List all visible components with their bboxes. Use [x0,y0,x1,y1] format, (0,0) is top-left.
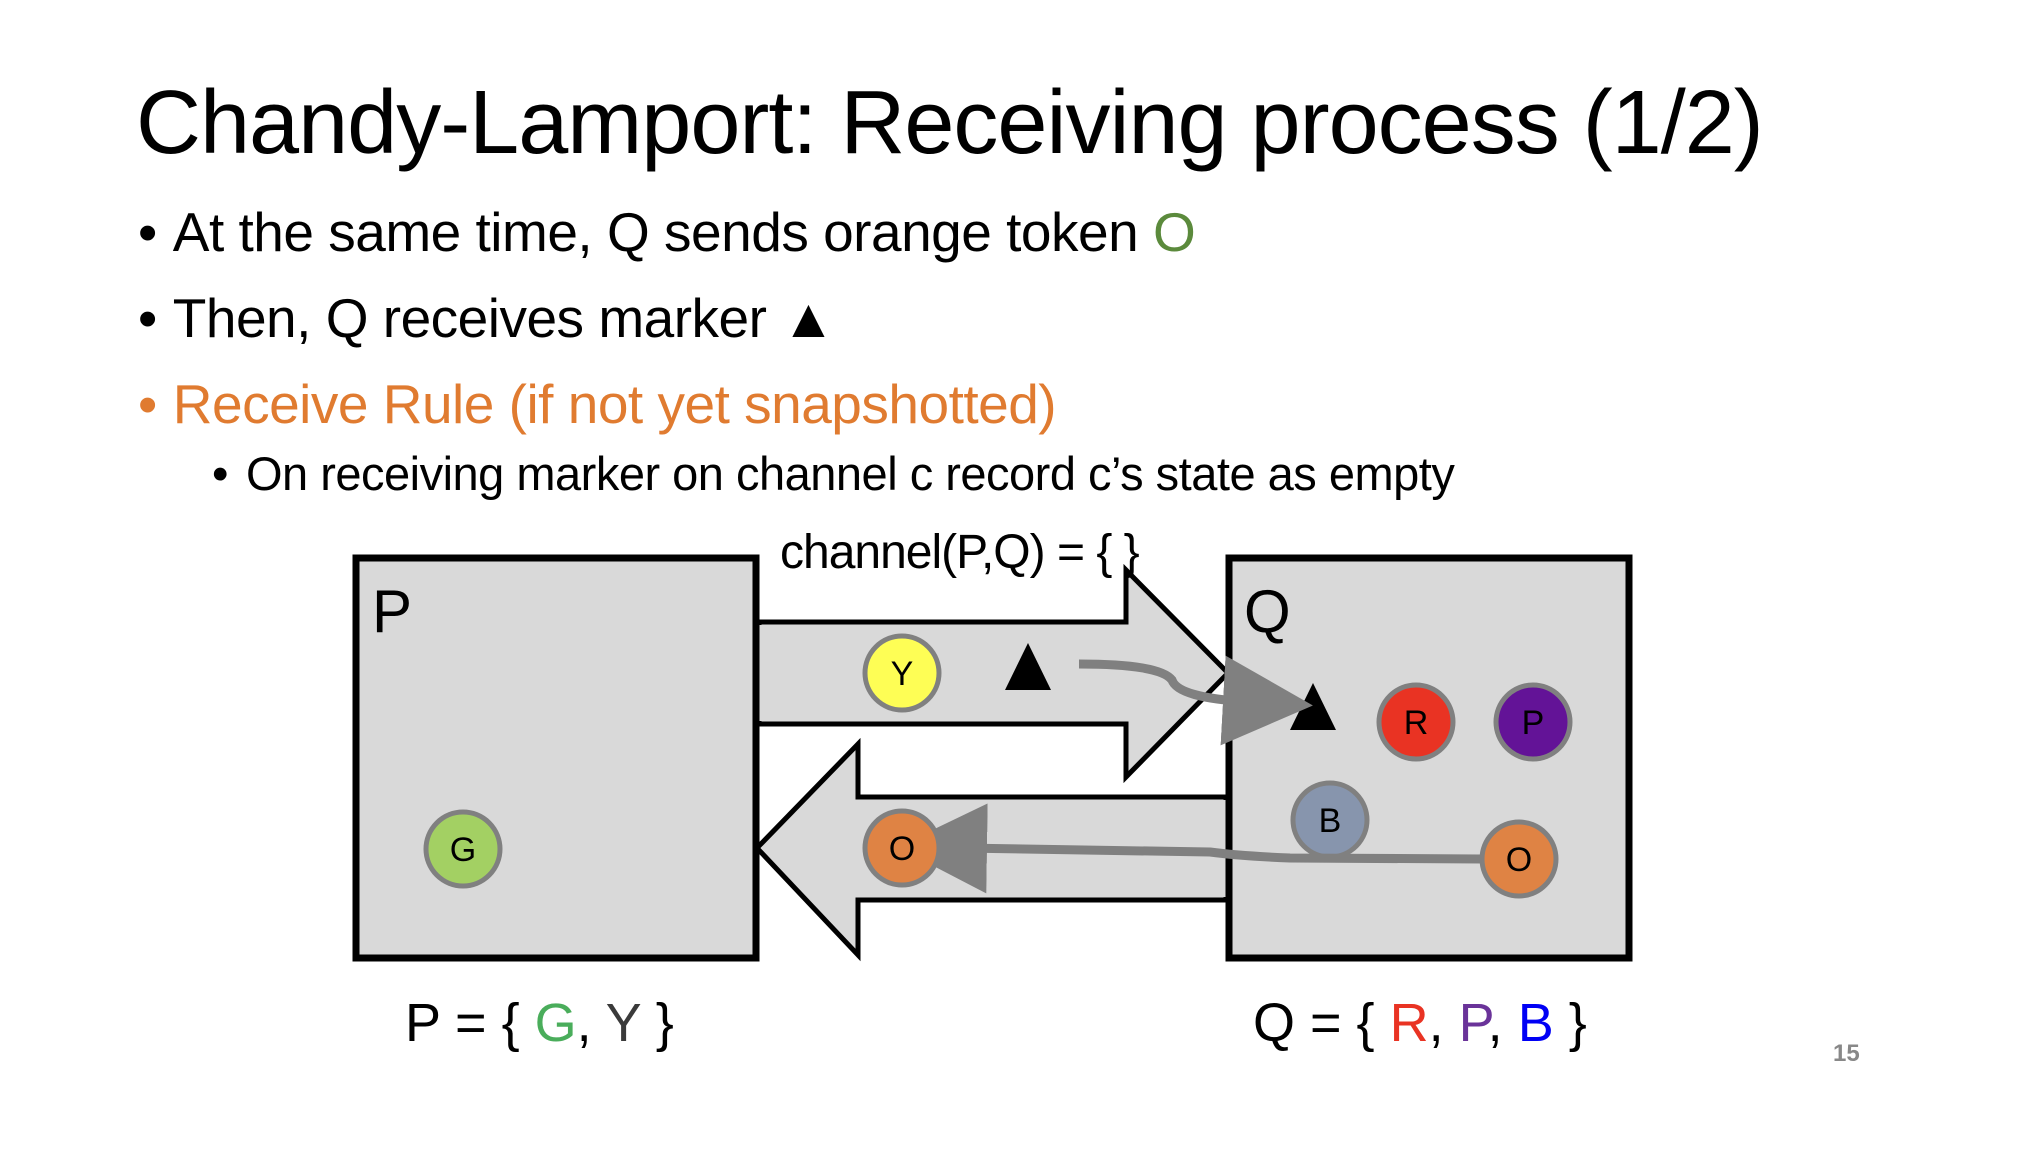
token-y: Y [862,633,942,713]
marker-triangle-icon: ▲ [781,287,836,349]
token-o-in-channel: O [862,808,942,888]
bullet-dot: • [138,373,157,435]
process-p-label: P [372,578,412,645]
process-q-label: Q [1244,578,1291,645]
snapshot-p-state: P = { G, Y } [405,993,674,1053]
bullet-dot: • [138,287,157,349]
token-y-label: Y [891,655,914,693]
page-number: 15 [1833,1040,1860,1067]
snapshot-p-suffix: } [640,993,674,1053]
channel-p-to-q-arrow [756,563,1232,784]
process-p-box [352,554,760,962]
bullet-text: Receive Rule (if not yet snapshotted) [172,373,1057,435]
sub-bullet-record-empty: • On receiving marker on channel c record… [212,447,1455,500]
snapshot-q-item-b: B [1517,993,1554,1053]
token-o-in-q-label: O [1506,841,1532,879]
token-r-label: R [1404,704,1429,742]
snapshot-p-item-g: G [534,993,577,1053]
bullet-dot: • [212,447,228,500]
snapshot-p-prefix: P = { [405,993,535,1053]
token-b: B [1290,780,1370,860]
orange-token-move-arrow [897,803,1483,894]
snapshot-q-prefix: Q = { [1253,993,1390,1053]
token-b-label: B [1319,802,1342,840]
token-r: R [1376,682,1456,762]
snapshot-q-item-r: R [1389,993,1429,1053]
slide-title: Chandy-Lamport: Receiving process (1/2) [136,73,1764,173]
bullet-orange-token: •At the same time, Q sends orange token … [138,201,1196,263]
bullet-dot: • [138,201,157,263]
token-o-in-channel-label: O [889,830,915,868]
channel-state-label: channel(P,Q) = { } [780,526,1140,579]
snapshot-q-suffix: } [1553,993,1587,1053]
token-p: P [1493,682,1573,762]
token-p-label: P [1522,704,1545,742]
marker-move-arrow [1078,655,1313,746]
bullet-receive-rule: •Receive Rule (if not yet snapshotted) [138,373,1057,435]
bullet-text: Then, Q receives marker [172,287,782,349]
orange-token-symbol: O [1152,201,1196,263]
snapshot-p-item-y: Y [605,993,641,1053]
bullet-text: On receiving marker on channel c record … [245,447,1455,500]
snapshot-q-item-p: P [1458,993,1488,1053]
marker-in-channel-icon [1005,643,1051,690]
bullet-receives-marker: •Then, Q receives marker ▲ [138,287,836,349]
token-g-label: G [450,831,476,869]
token-o-in-q: O [1479,819,1559,899]
snapshot-q-state: Q = { R, P, B } [1253,993,1587,1053]
bullet-text: At the same time, Q sends orange token [172,201,1153,263]
token-g: G [423,809,503,889]
